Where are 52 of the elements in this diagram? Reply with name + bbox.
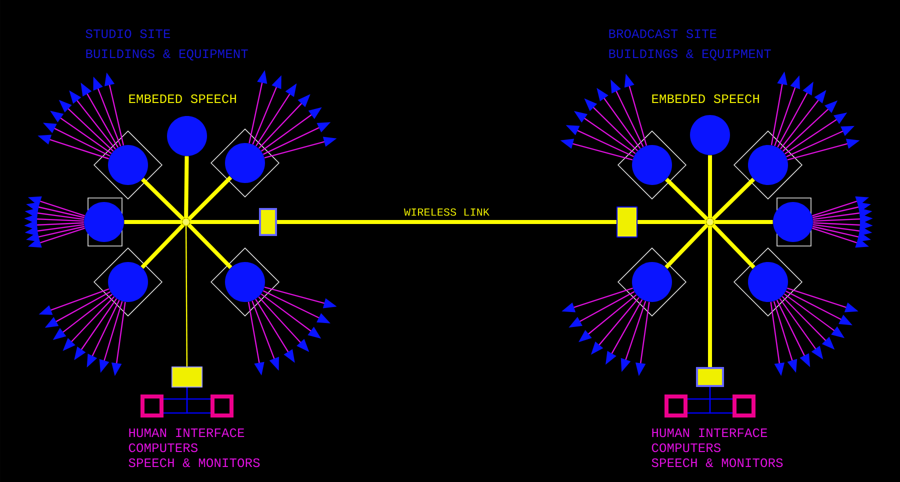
- section-label: EMBEDED SPEECH: [129, 94, 236, 104]
- connector-line: [140, 223, 185, 269]
- equipment-circle: [690, 115, 730, 155]
- connector-line: [708, 155, 712, 218]
- connector-line: [709, 387, 732, 414]
- connector-line: [186, 388, 210, 414]
- equipment-circle: [632, 262, 672, 302]
- transmitter-box: [259, 208, 277, 236]
- equipment-circle: [225, 143, 265, 183]
- terminal-square: [140, 394, 164, 418]
- connector-line: [190, 220, 259, 224]
- site-heading: STUDIO SITE: [86, 29, 170, 38]
- connector-line: [714, 220, 773, 224]
- controller-box: [696, 367, 724, 387]
- connector-line: [124, 220, 182, 224]
- equipment-circle: [167, 116, 207, 156]
- site-heading: BROADCAST SITE: [609, 29, 716, 38]
- connector-line: [664, 223, 709, 269]
- site-heading: BUILDINGS & EQUIPMENT: [86, 49, 248, 60]
- controller-box: [172, 366, 202, 388]
- connector-line: [184, 156, 189, 218]
- device-label: COMPUTERS: [652, 443, 720, 452]
- device-label: HUMAN INTERFACE: [129, 428, 244, 438]
- equipment-circle: [632, 145, 672, 185]
- connector-line: [711, 223, 756, 269]
- equipment-circle: [225, 262, 265, 302]
- connector-line: [708, 226, 712, 367]
- device-label: COMPUTERS: [128, 443, 198, 452]
- equipment-circle: [108, 262, 148, 302]
- equipment-circle: [748, 262, 788, 302]
- terminal-square: [664, 394, 688, 418]
- equipment-circle: [84, 202, 124, 242]
- equipment-circle: [773, 202, 813, 242]
- connector-line: [711, 178, 755, 221]
- device-label: HUMAN INTERFACE: [652, 428, 768, 438]
- transmitter-box: [616, 206, 638, 238]
- connector-line: [187, 223, 232, 269]
- connector-line: [277, 220, 616, 224]
- connector-line: [688, 398, 732, 400]
- equipment-circle: [108, 145, 148, 185]
- connector-line: [638, 220, 706, 224]
- terminal-square: [210, 394, 234, 418]
- connector-line: [164, 398, 210, 400]
- device-label: SPEECH & MONITORS: [128, 458, 260, 468]
- connector-line: [665, 178, 709, 221]
- connector-line: [141, 178, 185, 221]
- site-heading: BUILDINGS & EQUIPMENT: [609, 49, 771, 60]
- equipment-circle: [748, 145, 788, 185]
- connector-line: [185, 226, 188, 366]
- terminal-square: [732, 394, 756, 418]
- connector-line: [187, 176, 232, 221]
- device-label: SPEECH & MONITORS: [652, 458, 783, 468]
